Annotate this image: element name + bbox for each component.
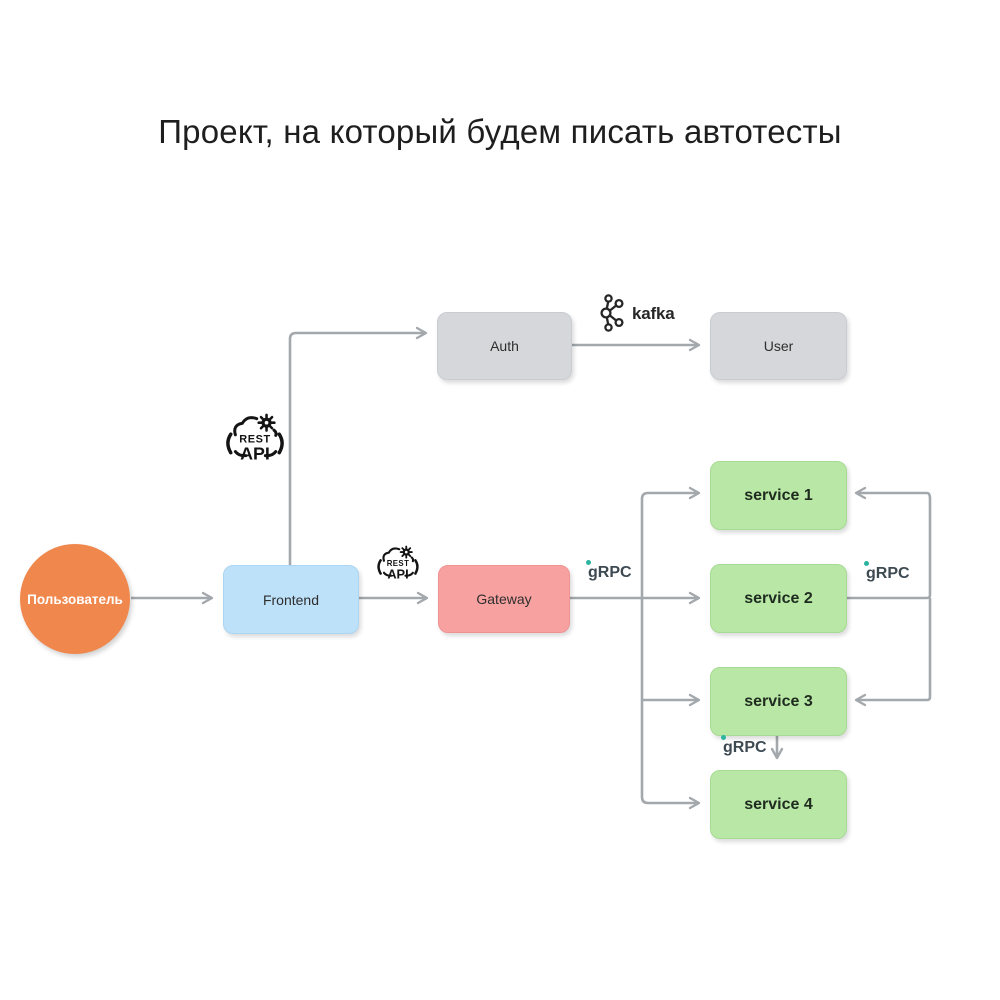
page-title: Проект, на который будем писать автотест… xyxy=(158,113,842,150)
rest-label: REST xyxy=(387,559,410,568)
grpc-text: gRPC xyxy=(588,564,632,581)
node-service-1: service 1 xyxy=(710,461,847,530)
kafka-icon xyxy=(600,293,624,332)
node-service-3: service 3 xyxy=(710,667,847,736)
node-service-2: service 2 xyxy=(710,564,847,633)
grpc-label: gRPC xyxy=(721,735,767,757)
kafka-logo: kafka xyxy=(599,292,675,335)
grpc-label: gRPC xyxy=(586,560,632,582)
node-frontend: Frontend xyxy=(223,565,359,634)
rest-api-icon: REST API xyxy=(226,413,284,464)
api-label: API xyxy=(387,567,408,582)
node-gateway: Gateway xyxy=(438,565,570,633)
grpc-dot-icon xyxy=(586,560,591,565)
grpc-dot-icon xyxy=(721,735,726,740)
node-user: User xyxy=(710,312,847,380)
node-service-4: service 4 xyxy=(710,770,847,839)
grpc-text: gRPC xyxy=(866,565,910,582)
connector-service2-service3 xyxy=(854,598,932,707)
node-auth: Auth xyxy=(437,312,572,380)
node-polzovatel: Пользователь xyxy=(20,544,130,654)
rest-label: REST xyxy=(239,433,271,445)
connector-frontend-auth xyxy=(288,326,428,565)
connector-branch-service4 xyxy=(640,598,701,810)
grpc-dot-icon xyxy=(864,561,869,566)
gear-icon xyxy=(399,545,413,559)
connector-branch-service1 xyxy=(640,486,701,598)
rest-api-icon: REST API xyxy=(377,545,419,582)
grpc-label: gRPC xyxy=(864,561,910,583)
gear-icon xyxy=(257,413,276,432)
kafka-label: kafka xyxy=(632,303,675,323)
grpc-text: gRPC xyxy=(723,739,767,756)
api-label: API xyxy=(240,444,270,464)
